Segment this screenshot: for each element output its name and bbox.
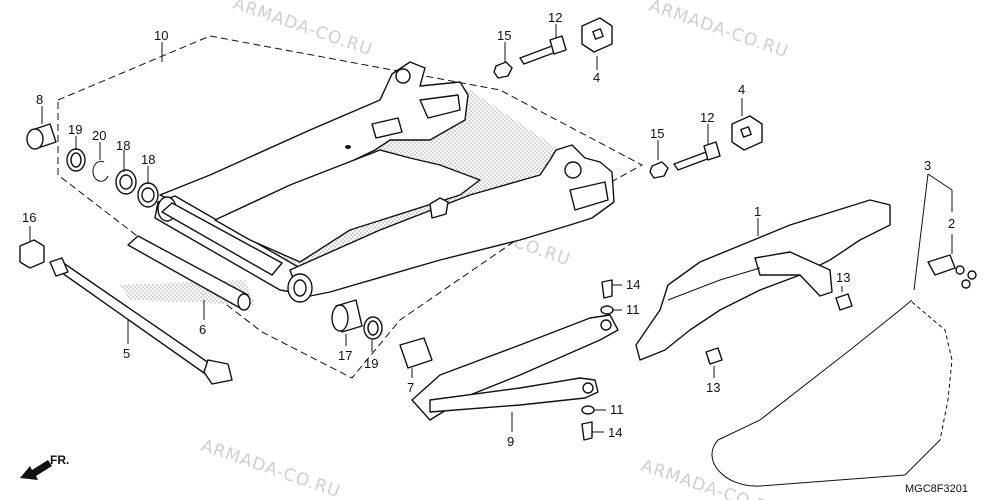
dust-seal-lower bbox=[363, 316, 383, 340]
callout-12-upper: 12 bbox=[548, 10, 562, 25]
callout-19-lower: 19 bbox=[364, 356, 378, 371]
callout-9: 9 bbox=[507, 434, 514, 449]
circlip bbox=[92, 160, 109, 182]
callout-2: 2 bbox=[948, 216, 955, 231]
bearing-18-b bbox=[137, 182, 159, 208]
leader-lines bbox=[29, 24, 953, 433]
watermark-5: ARMADA-CO.RU bbox=[638, 456, 783, 500]
guard-bolt-upper bbox=[835, 293, 853, 311]
slider-washer-upper bbox=[600, 305, 614, 315]
chain-guard bbox=[635, 199, 891, 361]
callout-15-lower: 15 bbox=[650, 126, 664, 141]
slider-washer-lower bbox=[581, 405, 595, 415]
callout-4-lower: 4 bbox=[738, 82, 745, 97]
callout-18-b: 18 bbox=[141, 152, 155, 167]
callout-14-upper: 14 bbox=[626, 277, 640, 292]
adjuster-nut-upper bbox=[493, 61, 513, 79]
callout-20: 20 bbox=[92, 128, 106, 143]
callout-1: 1 bbox=[754, 204, 761, 219]
slider-bolt-lower bbox=[581, 421, 593, 441]
callouts: 10 8 19 20 18 18 16 5 6 17 19 7 9 15 12 … bbox=[22, 10, 955, 449]
callout-19-upper: 19 bbox=[68, 122, 82, 137]
bushing-8 bbox=[26, 123, 57, 150]
callout-13-upper: 13 bbox=[836, 270, 850, 285]
callout-7: 7 bbox=[407, 380, 414, 395]
needle-bearing bbox=[331, 299, 363, 333]
watermark-2: ARMADA-CO.RU bbox=[646, 0, 791, 62]
callout-17: 17 bbox=[338, 348, 352, 363]
watermark-1: ARMADA-CO.RU bbox=[230, 0, 375, 60]
pivot-nut bbox=[19, 239, 45, 269]
callout-16: 16 bbox=[22, 210, 36, 225]
front-direction-marker: FR. bbox=[20, 453, 69, 480]
callout-4-upper: 4 bbox=[593, 70, 600, 85]
guard-bolt-lower bbox=[705, 347, 723, 365]
callout-15-upper: 15 bbox=[497, 28, 511, 43]
adjuster-nut-lower bbox=[649, 161, 669, 179]
callout-8: 8 bbox=[36, 92, 43, 107]
pivot-bolt bbox=[49, 257, 233, 385]
callout-10: 10 bbox=[154, 28, 168, 43]
arrow-down-left-icon bbox=[20, 460, 52, 480]
collar bbox=[399, 337, 433, 369]
callout-11-lower: 11 bbox=[610, 402, 624, 417]
callout-6: 6 bbox=[199, 322, 206, 337]
chain-slider bbox=[411, 314, 619, 421]
callout-5: 5 bbox=[123, 346, 130, 361]
front-label: FR. bbox=[50, 453, 69, 467]
watermark-4: ARMADA-CO.RU bbox=[198, 436, 343, 500]
adjuster-bolt-lower bbox=[673, 151, 711, 171]
slider-bolt-upper bbox=[601, 279, 613, 299]
dust-seal-upper bbox=[66, 148, 86, 172]
diagram-code: MGC8F3201 bbox=[905, 483, 968, 495]
callout-18-a: 18 bbox=[116, 138, 130, 153]
callout-13-lower: 13 bbox=[706, 380, 720, 395]
drive-chain bbox=[711, 299, 953, 487]
bearing-18-a bbox=[115, 169, 137, 195]
callout-11-upper: 11 bbox=[626, 302, 640, 317]
master-link bbox=[927, 254, 977, 289]
callout-12-lower: 12 bbox=[700, 110, 714, 125]
callout-14-lower: 14 bbox=[608, 425, 622, 440]
adjuster-bolt-upper bbox=[519, 45, 557, 65]
callout-3: 3 bbox=[924, 158, 931, 173]
